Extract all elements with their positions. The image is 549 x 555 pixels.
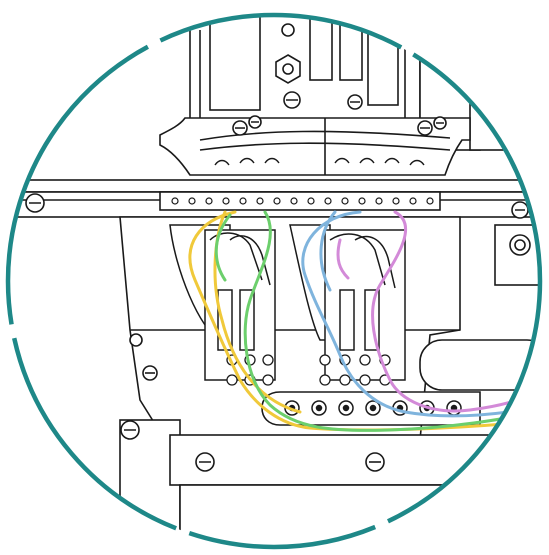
pin-hole-icon: [281, 23, 295, 37]
rail-pin-hole: [256, 197, 264, 205]
wire-blue-1: [301, 210, 540, 418]
rail-pin-hole: [375, 197, 383, 205]
rail-pin-hole: [273, 197, 281, 205]
wire-bundle: [188, 210, 540, 432]
rail-pin-hole: [358, 197, 366, 205]
rail-pin-hole: [171, 197, 179, 205]
clamp-screws: [232, 115, 447, 136]
rail-pin-holes: [171, 197, 434, 205]
rail-pin-hole: [409, 197, 417, 205]
terminal-hole-center: [369, 404, 377, 412]
rail-end-screws: [25, 193, 529, 219]
rail-pin-hole: [290, 197, 298, 205]
rail-pin-hole: [324, 197, 332, 205]
terminal-hole-center: [315, 404, 323, 412]
wire-blue-2: [319, 210, 337, 292]
callout-frame: [5, 12, 543, 550]
housing-screws: [120, 234, 531, 472]
terminal-hole-center: [342, 404, 350, 412]
main-rail: [8, 179, 540, 218]
screw-head-icon: [283, 91, 363, 110]
rail-pin-hole: [222, 197, 230, 205]
rail-pin-hole: [205, 197, 213, 205]
wire-green-2: [214, 213, 232, 282]
drawing-content: [8, 15, 540, 547]
clamp-slots: [214, 157, 425, 166]
rail-pin-hole: [307, 197, 315, 205]
rail-pin-hole: [188, 197, 196, 205]
rail-pin-hole: [392, 197, 400, 205]
wire-purple-1: [371, 210, 540, 413]
rail-pin-hole: [239, 197, 247, 205]
wire-purple-2: [336, 238, 350, 280]
wire-green-1: [243, 210, 540, 432]
rail-pin-hole: [341, 197, 349, 205]
rail-pin-hole: [426, 197, 434, 205]
hex-nut-icon: [275, 54, 301, 84]
